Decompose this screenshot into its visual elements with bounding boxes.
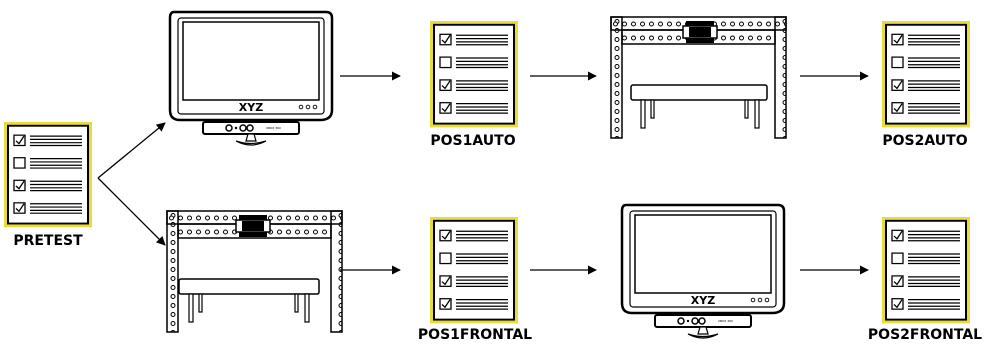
- checklist-pos1auto: POS1AUTO: [429, 20, 519, 149]
- label-pretest: PRETEST: [13, 233, 83, 249]
- checklist-pos2frontal: POS2FRONTAL: [868, 216, 982, 343]
- checklist-icon: [3, 121, 93, 229]
- checklist-icon: [429, 20, 519, 129]
- monitor-brand: XYZ: [691, 294, 715, 307]
- monitor-with-kinect-icon: XYZ XBOX 360: [168, 10, 334, 146]
- label-pos1auto: POS1AUTO: [430, 133, 515, 149]
- sensor-text: XBOX 360: [718, 319, 733, 323]
- monitor-with-kinect-icon: XYZ XBOX 360: [620, 203, 786, 339]
- monitor-top: XYZ XBOX 360: [168, 10, 334, 146]
- camera-rig-over-table-icon: [166, 210, 343, 333]
- checklist-icon: [881, 20, 971, 129]
- label-pos2auto: POS2AUTO: [882, 133, 967, 149]
- checklist-icon: [881, 216, 971, 325]
- monitor-brand: XYZ: [239, 101, 263, 114]
- arrow-pretest-to-rig: [97, 177, 166, 246]
- label-pos1frontal: POS1FRONTAL: [418, 327, 532, 343]
- rig-bottom: [166, 210, 343, 333]
- label-pos2frontal: POS2FRONTAL: [868, 327, 982, 343]
- camera-rig-over-table-icon: [610, 16, 787, 139]
- checklist-icon: [429, 216, 519, 325]
- arrow-pretest-to-monitor: [97, 122, 166, 179]
- checklist-pretest: PRETEST: [3, 121, 93, 249]
- monitor-bottom: XYZ XBOX 360: [620, 203, 786, 339]
- rig-top: [610, 16, 787, 139]
- checklist-pos2auto: POS2AUTO: [881, 20, 971, 149]
- checklist-pos1frontal: POS1FRONTAL: [418, 216, 532, 343]
- sensor-text: XBOX 360: [266, 126, 281, 130]
